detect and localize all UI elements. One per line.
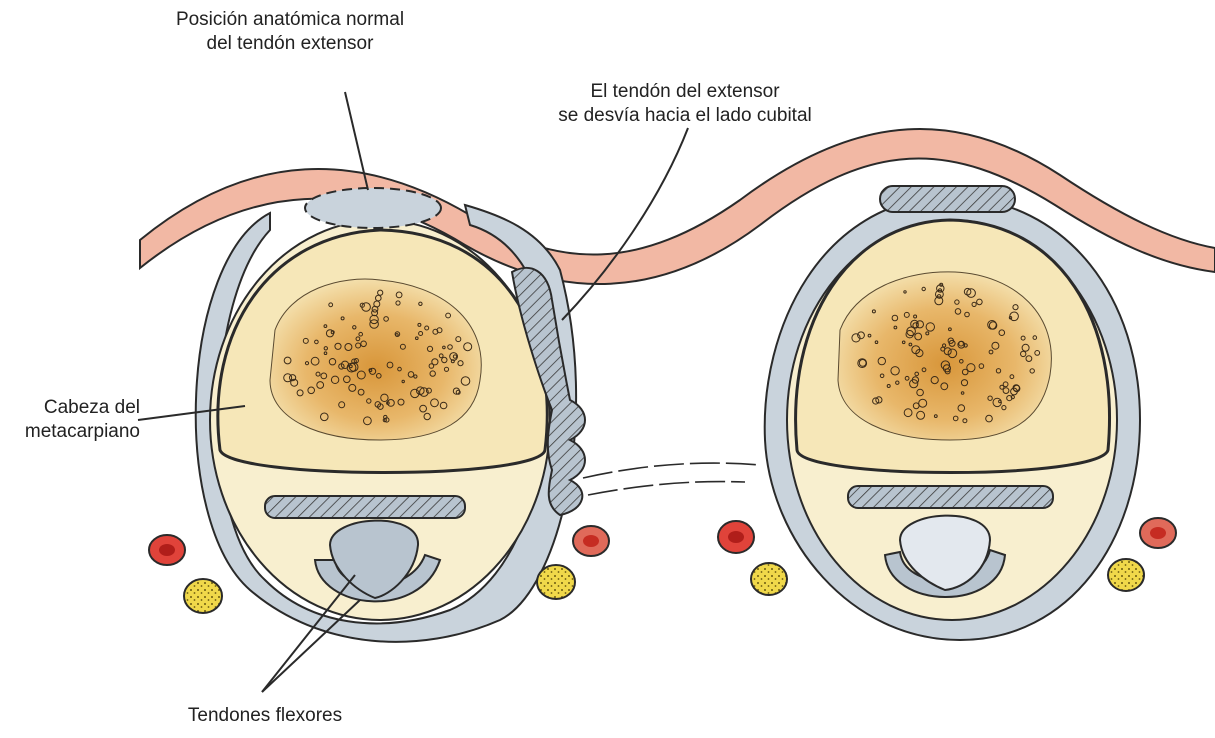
label-metacarpal-head: Cabeza del metacarpiano [10,396,140,444]
left-joint [196,188,585,642]
right-bone-core [838,272,1051,440]
nerve-left-1 [184,579,222,613]
left-volar-plate [265,496,465,518]
nerve-right-2 [1108,559,1144,591]
right-volar-plate [848,486,1053,508]
nerve-right-1 [751,563,787,595]
normal-tendon-position [305,188,441,228]
label-flexor-tendons: Tendones flexores [150,704,380,728]
joint-connector-lines [583,463,760,495]
nerve-left-2 [537,565,575,599]
label-deviated-tendon: El tendón del extensor se desvía hacia e… [510,80,860,128]
right-joint [765,186,1140,640]
leader-deviated-tendon [562,128,688,320]
label-normal-position: Posición anatómica normal del tendón ext… [140,8,440,56]
right-extensor-tendon [880,186,1015,212]
